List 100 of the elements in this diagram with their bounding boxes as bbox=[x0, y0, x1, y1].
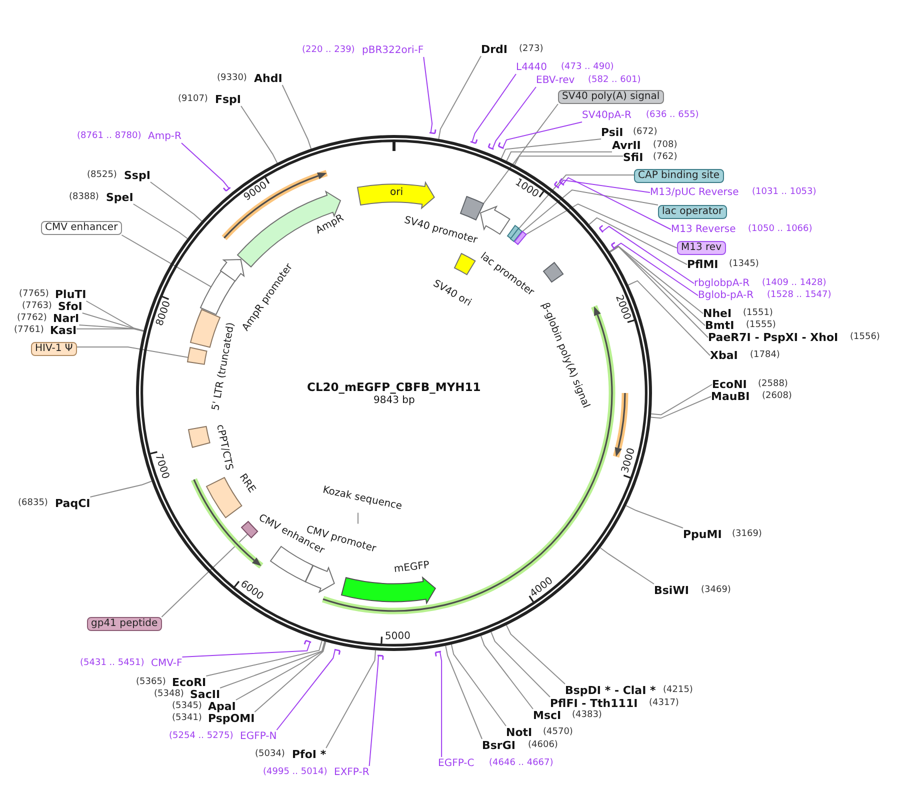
enzyme-name: KasI bbox=[50, 324, 77, 337]
enzyme-name: XbaI bbox=[710, 349, 738, 362]
feature-tag: HIV-1 Ψ bbox=[31, 342, 77, 356]
leader-line bbox=[235, 641, 326, 700]
leader-line bbox=[76, 346, 190, 358]
cut-position: (4317) bbox=[649, 697, 679, 710]
leader-line bbox=[423, 56, 433, 134]
primer-range: (1031 .. 1053) bbox=[752, 186, 816, 199]
leader-line bbox=[276, 648, 336, 730]
leader-line bbox=[562, 177, 672, 230]
enzyme-name: NheI bbox=[703, 307, 732, 320]
leader-line bbox=[502, 122, 582, 149]
leader-line bbox=[450, 644, 506, 726]
enzyme-name: MauBI bbox=[711, 390, 750, 403]
enzyme-name: PflMI bbox=[687, 258, 718, 271]
primer-name: pBR322ori-F bbox=[362, 44, 424, 57]
feature-label: mEGFP bbox=[393, 559, 430, 577]
primer-range: (5431 .. 5451) bbox=[80, 657, 144, 670]
enzyme-name: SfoI bbox=[58, 300, 82, 313]
leader-line bbox=[506, 151, 612, 162]
leader-line bbox=[86, 300, 144, 332]
leader-line bbox=[368, 655, 379, 766]
cut-position: (5341) bbox=[172, 712, 202, 725]
primer-name: EBV-rev bbox=[536, 74, 575, 87]
cut-position: (1551) bbox=[743, 307, 773, 320]
leader-line bbox=[522, 189, 658, 232]
enzyme-name: AhdI bbox=[254, 72, 282, 85]
enzyme-name: PaeR7I - PspXI - XhoI bbox=[708, 331, 838, 344]
primer-mark bbox=[428, 128, 438, 135]
feature-block bbox=[240, 520, 260, 540]
feature-label: Kozak sequence bbox=[321, 483, 403, 513]
primer-name: EGFP-C bbox=[438, 757, 474, 770]
primer-name: Amp-R bbox=[148, 130, 182, 143]
leader-line bbox=[650, 396, 712, 419]
primer-range: (8761 .. 8780) bbox=[77, 130, 142, 143]
cut-position: (9107) bbox=[178, 93, 208, 106]
feature-label: cPPT/CTS bbox=[213, 424, 236, 472]
leader-line bbox=[609, 245, 704, 314]
leader-line bbox=[518, 174, 634, 230]
enzyme-name: PaqCI bbox=[55, 497, 90, 510]
leader-line bbox=[613, 242, 698, 296]
leader-line bbox=[588, 217, 688, 265]
cut-position: (5345) bbox=[172, 700, 202, 713]
leader-line bbox=[601, 226, 694, 284]
enzyme-name: EcoNI bbox=[712, 378, 747, 391]
leader-line bbox=[500, 138, 602, 159]
cut-position: (8525) bbox=[87, 169, 117, 182]
enzyme-name: FspI bbox=[215, 93, 242, 106]
cut-position: (4383) bbox=[572, 709, 602, 722]
primer-mark bbox=[552, 180, 560, 190]
enzyme-name: EcoRI bbox=[172, 676, 206, 689]
tick-label: 5000 bbox=[384, 630, 410, 644]
primer-mark bbox=[332, 648, 342, 656]
primer-mark bbox=[302, 639, 312, 646]
leader-line bbox=[483, 104, 558, 204]
feature-tag: SV40 poly(A) signal bbox=[558, 90, 664, 104]
primer-name: M13 Reverse bbox=[671, 223, 736, 236]
feature-tag: gp41 peptide bbox=[87, 617, 162, 631]
enzyme-name: SspI bbox=[124, 169, 150, 182]
leader-line bbox=[610, 246, 706, 326]
primer-range: (1528 .. 1547) bbox=[767, 289, 832, 302]
leader-line bbox=[526, 203, 678, 248]
enzyme-name: SfiI bbox=[623, 151, 644, 164]
cut-position: (5034) bbox=[255, 748, 285, 761]
leader-line bbox=[514, 156, 624, 166]
enzyme-name: PspOMI bbox=[208, 712, 255, 725]
cut-position: (1555) bbox=[746, 319, 776, 332]
cut-position: (2588) bbox=[758, 378, 788, 391]
leader-line bbox=[282, 84, 312, 150]
leader-line bbox=[78, 324, 144, 332]
enzyme-name: BsiWI bbox=[654, 584, 689, 597]
enzyme-name: PpuMI bbox=[683, 528, 722, 541]
feature-block bbox=[512, 230, 528, 246]
leader-line bbox=[181, 142, 230, 189]
cut-position: (8388) bbox=[69, 191, 99, 204]
primer-mark bbox=[469, 138, 479, 145]
primer-name: CMV-F bbox=[151, 657, 182, 670]
cut-position: (4215) bbox=[663, 684, 693, 697]
primer-range: (5254 .. 5275) bbox=[169, 730, 234, 743]
enzyme-name: BmtI bbox=[705, 319, 734, 332]
leader-line bbox=[326, 650, 376, 748]
feature-block bbox=[198, 269, 237, 316]
cut-position: (7762) bbox=[17, 312, 47, 325]
cut-position: (7761) bbox=[14, 324, 44, 337]
primer-mark bbox=[497, 141, 506, 150]
feature-tag: CMV enhancer bbox=[41, 221, 122, 235]
enzyme-name: PfoI * bbox=[292, 748, 326, 761]
cut-position: (4570) bbox=[543, 726, 573, 739]
primer-name: SV40pA-R bbox=[582, 109, 632, 122]
primer-mark bbox=[486, 142, 495, 152]
plasmid-length: 9843 bp bbox=[374, 394, 415, 406]
cut-position: (3169) bbox=[732, 528, 762, 541]
cut-position: (4606) bbox=[528, 739, 558, 752]
leader-line bbox=[121, 234, 212, 288]
primer-name: L4440 bbox=[516, 61, 548, 74]
primer-range: (636 .. 655) bbox=[646, 109, 699, 122]
tick-label: 8000 bbox=[153, 300, 174, 328]
leader-line bbox=[490, 632, 550, 698]
enzyme-name: BsrGI bbox=[482, 739, 516, 752]
leader-line bbox=[650, 384, 712, 416]
